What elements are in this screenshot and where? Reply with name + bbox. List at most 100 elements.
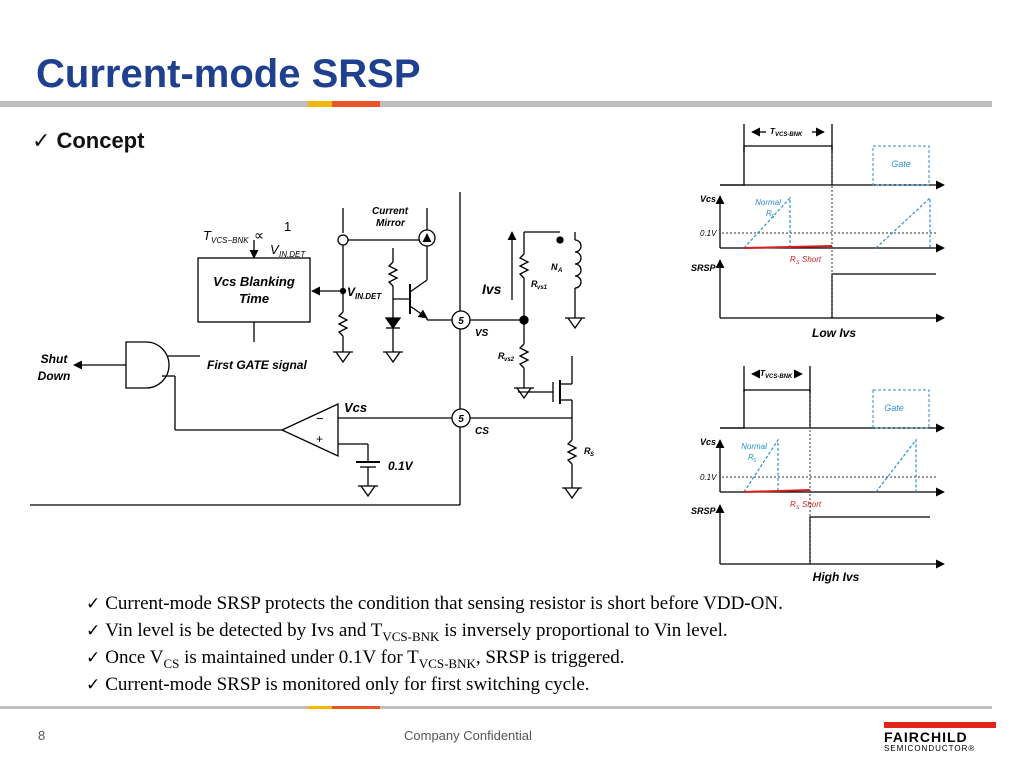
logo-name: FAIRCHILD bbox=[884, 729, 968, 745]
pin-vs-label: VS bbox=[475, 328, 489, 339]
check-icon: ✓ bbox=[86, 594, 101, 614]
high-gate-label: Gate bbox=[884, 403, 904, 413]
title-rule-yellow bbox=[308, 101, 332, 107]
bullet-1-text: Current-mode SRSP protects the condition… bbox=[105, 593, 783, 614]
low-normal-rs-sub: S bbox=[771, 214, 775, 220]
formula-num: 1 bbox=[284, 219, 291, 234]
check-icon: ✓ bbox=[32, 128, 51, 153]
vcs-label: Vcs bbox=[344, 400, 367, 415]
rvs2-label: R bbox=[498, 351, 505, 361]
low-rs-short-sub: S bbox=[796, 260, 800, 266]
title-rule-gray bbox=[0, 101, 308, 107]
rvs1-label: R bbox=[531, 279, 538, 289]
waveform-high-ivs: T VCS-BNK Gate Vcs Normal R S 0.1V R S S… bbox=[691, 366, 945, 584]
bullet-1: ✓Current-mode SRSP protects the conditio… bbox=[86, 592, 783, 616]
high-normal-label: Normal bbox=[741, 442, 767, 451]
bullet-2: ✓Vin level is be detected by Ivs and TVC… bbox=[86, 619, 728, 649]
high-rs-short: R bbox=[790, 500, 796, 509]
vin-det-sub: IN.DET bbox=[355, 292, 382, 301]
comp-minus: − bbox=[316, 411, 324, 426]
high-rs-short-sub: S bbox=[796, 505, 800, 511]
low-srsp-label: SRSP bbox=[691, 263, 717, 273]
current-mirror-label-2: Mirror bbox=[376, 218, 406, 229]
formula-den-sub: IN.DET bbox=[279, 250, 306, 259]
high-ref-label: 0.1V bbox=[700, 473, 717, 482]
low-vcs-label: Vcs bbox=[700, 194, 716, 204]
rvs2-sub: vs2 bbox=[504, 357, 515, 363]
bullet-2-sub: VCS-BNK bbox=[382, 628, 440, 644]
first-gate-label: First GATE signal bbox=[207, 358, 307, 372]
bullet-2-b: is inversely proportional to Vin level. bbox=[439, 620, 728, 641]
rs-label: R bbox=[584, 446, 591, 456]
formula-lhs-sub: VCS−BNK bbox=[211, 236, 249, 245]
current-mirror-label-1: Current bbox=[372, 206, 409, 217]
high-normal-rs-sub: S bbox=[753, 458, 757, 464]
logo-bar bbox=[884, 722, 996, 728]
formula-lhs: T bbox=[203, 228, 212, 243]
fairchild-logo: FAIRCHILD SEMICONDUCTOR® bbox=[880, 722, 1000, 754]
rvs1-sub: vs1 bbox=[537, 285, 548, 291]
low-normal-rs: R bbox=[766, 209, 772, 218]
high-tbnk-label: T bbox=[760, 369, 766, 378]
high-tbnk-sub: VCS-BNK bbox=[765, 374, 793, 380]
high-short-word: Short bbox=[802, 500, 822, 509]
ref-label: 0.1V bbox=[388, 459, 414, 473]
na-sub: A bbox=[557, 268, 562, 274]
pin-cs-number: 5 bbox=[458, 414, 464, 425]
low-short-word: Short bbox=[802, 255, 822, 264]
bullet-3-sub2: VCS-BNK bbox=[418, 655, 476, 671]
low-ref-label: 0.1V bbox=[700, 229, 717, 238]
footer-text: Company Confidential bbox=[404, 728, 532, 743]
concept-heading: ✓Concept bbox=[32, 128, 144, 154]
logo-sub: SEMICONDUCTOR® bbox=[884, 744, 976, 753]
bullet-3-sub: CS bbox=[163, 655, 180, 671]
title-rule-red bbox=[332, 101, 380, 107]
waveform-low-ivs: T VCS-BNK Gate Vcs Normal R S 0.1V R S S… bbox=[691, 124, 945, 340]
low-normal-label: Normal bbox=[755, 198, 781, 207]
footer-rule-gray bbox=[0, 706, 308, 709]
footer-rule-yellow bbox=[308, 706, 332, 709]
bullet-4-text: Current-mode SRSP is monitored only for … bbox=[105, 674, 590, 695]
na-label: N bbox=[551, 262, 558, 272]
circuit-schematic bbox=[30, 192, 585, 506]
slide-title: Current-mode SRSP bbox=[36, 52, 421, 96]
bullet-3-c: , SRSP is triggered. bbox=[475, 647, 625, 668]
pin-cs-label: CS bbox=[475, 426, 489, 437]
shut-down-label-1: Shut bbox=[41, 352, 69, 366]
low-rs-short: R bbox=[790, 255, 796, 264]
formula-den: V bbox=[270, 242, 280, 257]
formula-prop: ∝ bbox=[254, 227, 264, 243]
shut-down-label-2: Down bbox=[38, 369, 71, 383]
page-number: 8 bbox=[38, 728, 46, 743]
check-icon: ✓ bbox=[86, 621, 101, 641]
ivs-label: Ivs bbox=[482, 281, 502, 297]
blanking-label-1: Vcs Blanking bbox=[213, 274, 295, 289]
high-caption: High Ivs bbox=[813, 570, 860, 584]
vin-det-label: V bbox=[347, 285, 356, 299]
low-caption: Low Ivs bbox=[812, 326, 856, 340]
comp-plus: + bbox=[316, 432, 323, 446]
check-icon: ✓ bbox=[86, 648, 101, 668]
high-vcs-label: Vcs bbox=[700, 437, 716, 447]
footer-rule-red bbox=[332, 706, 380, 709]
low-tbnk-sub: VCS-BNK bbox=[775, 132, 803, 138]
bullet-2-a: Vin level is be detected by Ivs and T bbox=[105, 620, 383, 641]
concept-label: Concept bbox=[56, 128, 145, 153]
bullet-4: ✓Current-mode SRSP is monitored only for… bbox=[86, 673, 590, 697]
high-normal-rs: R bbox=[748, 453, 754, 462]
low-tbnk-label: T bbox=[770, 127, 776, 136]
bullet-3: ✓Once VCS is maintained under 0.1V for T… bbox=[86, 646, 625, 676]
pin-vs-number: 5 bbox=[458, 316, 464, 327]
low-gate-label: Gate bbox=[891, 159, 911, 169]
title-rule-gray-right bbox=[380, 101, 992, 107]
vcs-blanking-box bbox=[197, 257, 311, 323]
high-srsp-label: SRSP bbox=[691, 506, 717, 516]
rs-sub: S bbox=[590, 452, 594, 458]
check-icon: ✓ bbox=[86, 675, 101, 695]
footer-rule-gray-right bbox=[380, 706, 992, 709]
bullet-3-a: Once V bbox=[105, 647, 164, 668]
bullet-3-b: is maintained under 0.1V for T bbox=[179, 647, 419, 668]
blanking-label-2: Time bbox=[239, 291, 269, 306]
circuit-labels: T VCS−BNK ∝ 1 V IN.DET Current Mirror Vc… bbox=[38, 206, 594, 473]
